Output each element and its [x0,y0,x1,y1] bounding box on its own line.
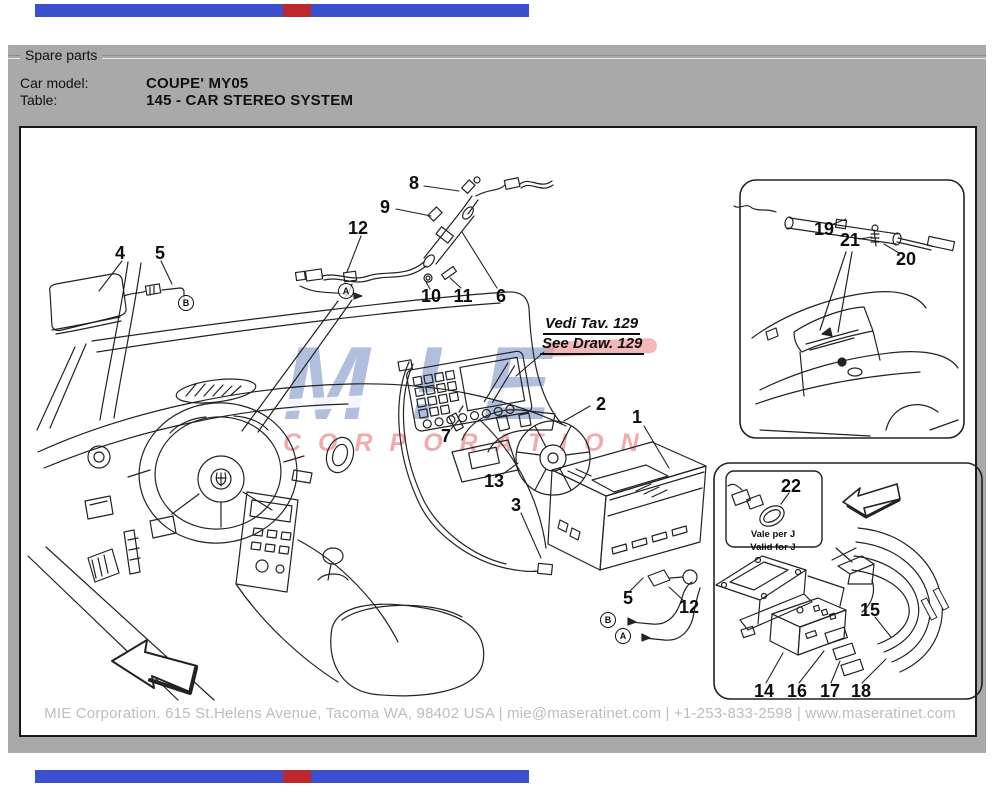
note-english: See Draw. 129 [540,336,645,355]
callout-9: 9 [379,197,391,217]
callout-3: 3 [510,495,522,515]
valid-for-note-english: Valid for J [750,542,796,553]
callout-18: 18 [850,681,872,701]
car-model-value: COUPE' MY05 [146,75,249,92]
callout-14: 14 [753,681,775,701]
table-row: Table: 145 - CAR STEREO SYSTEM [20,92,353,109]
callout-12: 12 [347,218,369,238]
callout-5: 5 [154,243,166,263]
callout-7: 7 [440,426,452,446]
callout-1: 1 [631,407,643,427]
callout-22: 22 [780,476,802,496]
car-model-row: Car model: COUPE' MY05 [20,75,248,92]
callout-8: 8 [408,173,420,193]
diagram-canvas [19,126,977,737]
car-model-label: Car model: [20,75,89,91]
callout-20: 20 [895,249,917,269]
fieldset-groove-line [8,55,986,59]
ref-letter-B: B [600,612,616,628]
callout-19: 19 [813,219,835,239]
callout-13: 13 [483,471,505,491]
note-italian: Vedi Tav. 129 [543,316,641,335]
callout-12: 12 [678,597,700,617]
callout-16: 16 [786,681,808,701]
valid-for-note-italian: Vale per J [750,529,796,540]
bottom-decoration-bar [35,770,529,783]
top-decoration-bar [35,4,529,17]
callout-15: 15 [859,600,881,620]
fieldset-legend: Spare parts [20,47,103,63]
callout-11: 11 [453,286,473,306]
callout-5: 5 [622,588,634,608]
callout-2: 2 [595,394,607,414]
table-label: Table: [20,92,58,108]
ref-letter-B: B [178,295,194,311]
ref-letter-A: A [615,628,631,644]
ref-letter-A: A [338,283,354,299]
callout-21: 21 [839,230,861,250]
callout-17: 17 [819,681,841,701]
callout-10: 10 [420,286,442,306]
see-drawing-note: Vedi Tav. 129 See Draw. 129 [540,316,645,355]
bottom-decoration-bar-red-segment [283,770,311,783]
footer-contact-line: MIE Corporation. 615 St.Helens Avenue, T… [44,705,956,722]
callout-6: 6 [495,286,507,306]
table-value: 145 - CAR STEREO SYSTEM [146,92,354,109]
valid-for-note: Vale per J Valid for J [740,528,806,554]
top-decoration-bar-red-segment [283,4,311,17]
callout-4: 4 [114,243,126,263]
